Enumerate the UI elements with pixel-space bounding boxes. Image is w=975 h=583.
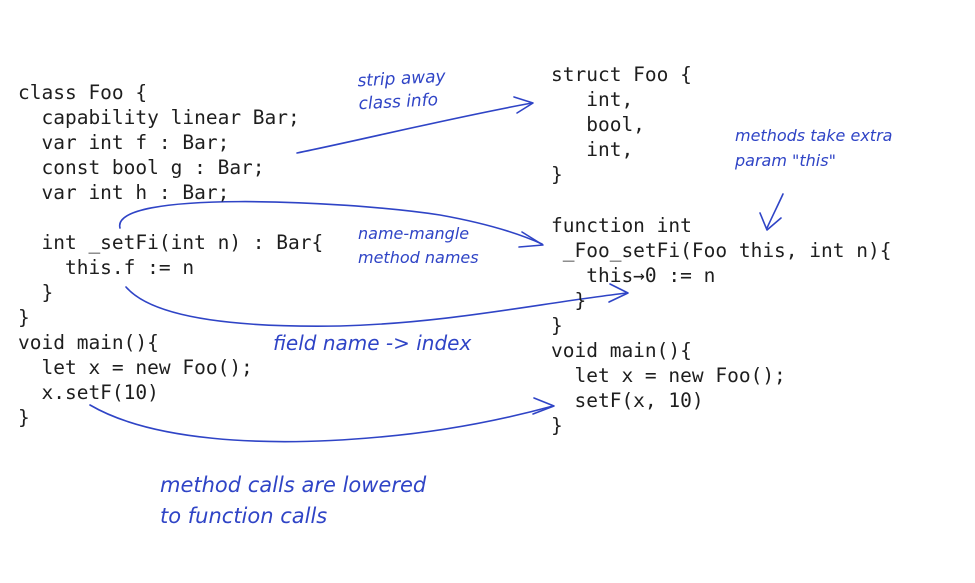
annotation-line: method calls are lowered [160, 473, 427, 497]
lowered-struct-block: struct Foo { int, bool, int,} [551, 62, 692, 187]
code-line: } [18, 406, 30, 429]
code-line: void main(){ [18, 331, 159, 354]
code-line [18, 205, 323, 230]
arrowhead-method-calls [532, 397, 555, 415]
code-line: struct Foo { [551, 63, 692, 86]
annotation-methods-this: methods take extra param "this" [735, 123, 892, 173]
code-line: var int f : Bar; [18, 131, 230, 154]
code-line: } [18, 306, 30, 329]
code-line: } [18, 281, 54, 304]
arrowhead-strip-class-info [513, 96, 534, 114]
code-line: function int [551, 214, 692, 237]
code-line: } [551, 163, 563, 186]
source-code-block: class Foo { capability linear Bar; var i… [18, 80, 323, 430]
code-line: let x = new Foo(); [18, 356, 253, 379]
code-line: } [551, 314, 563, 337]
annotation-line: class info [358, 90, 439, 115]
code-line: int, [551, 88, 634, 111]
annotation-name-mangle: name-mangle method names [358, 222, 479, 270]
code-line: _Foo_setFi(Foo this, int n){ [551, 239, 892, 262]
code-line: } [551, 414, 563, 437]
code-line: const bool g : Bar; [18, 156, 265, 179]
annotation-field-to-index: field name -> index [273, 330, 471, 356]
arrow-method-calls [89, 404, 554, 443]
annotation-line: field name -> index [273, 331, 472, 355]
lowered-function-block: function int _Foo_setFi(Foo this, int n)… [551, 213, 891, 438]
code-line: bool, [551, 113, 645, 136]
code-line: this→0 := n [551, 264, 716, 287]
arrowhead-name-mangle [518, 231, 544, 248]
code-line: let x = new Foo(); [551, 364, 786, 387]
code-line: int, [551, 138, 634, 161]
arrowhead-methods-this [759, 212, 782, 231]
code-line: this.f := n [18, 256, 195, 279]
annotation-line: method names [358, 248, 479, 267]
code-line: var int h : Bar; [18, 181, 230, 204]
annotation-line: name-mangle [358, 224, 470, 243]
annotation-line: param "this" [735, 151, 836, 170]
arrow-name-mangle [119, 200, 543, 245]
arrow-strip-class-info [296, 102, 533, 154]
arrow-methods-this [766, 193, 784, 229]
arrowhead-field-to-index [608, 283, 629, 303]
code-line: int _setFi(int n) : Bar{ [18, 231, 324, 254]
code-line: class Foo { [18, 81, 148, 104]
code-line: setF(x, 10) [551, 389, 704, 412]
annotation-line: methods take extra [735, 126, 893, 145]
arrow-field-to-index [125, 286, 628, 327]
annotation-method-calls: method calls are lowered to function call… [160, 470, 426, 532]
code-line: x.setF(10) [18, 381, 159, 404]
annotation-line: to function calls [160, 504, 328, 528]
code-line: } [551, 289, 587, 312]
code-line: capability linear Bar; [18, 106, 300, 129]
code-line: void main(){ [551, 339, 692, 362]
